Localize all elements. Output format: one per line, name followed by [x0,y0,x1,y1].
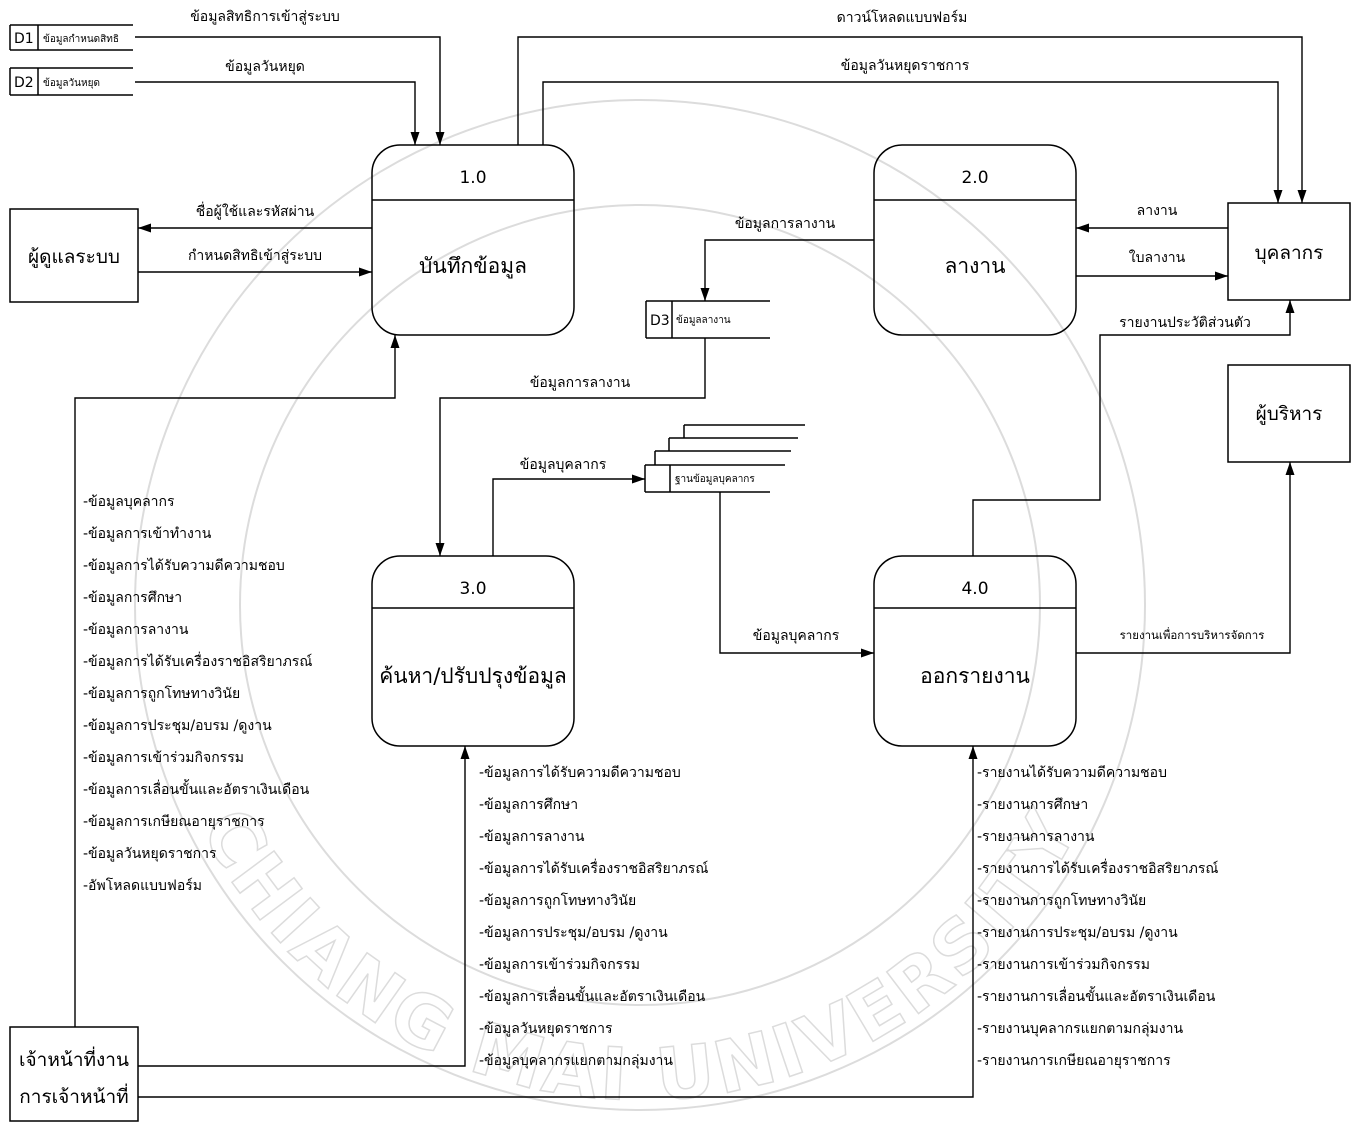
data-store-d1: D1 ข้อมูลกำหนดสิทธิ [9,24,133,51]
entity-name: บุคลากร [1255,242,1324,265]
staff-to-p1-item: -ข้อมูลการลางาน [83,622,189,638]
flow-list-staff-to-p4: -รายงานได้รับความดีความชอบ -รายงานการศึกษ… [977,764,1218,1069]
flow-label-p1-to-personnel-form: ดาวน์โหลดแบบฟอร์ม [837,9,968,26]
flow-arrow-db-to-p4 [719,492,874,658]
flow-arrow-staff-to-p3 [138,746,470,1067]
process-name: ออกรายงาน [920,664,1030,688]
staff-to-p1-item: -ข้อมูลการเลื่อนขั้นและอัตราเงินเดือน [83,779,310,798]
staff-to-p3-item: -ข้อมูลวันหยุดราชการ [479,1021,613,1037]
staff-to-p1-item: -ข้อมูลการเข้าร่วมกิจกรรม [83,750,244,766]
entity-name: ผู้บริหาร [1256,403,1323,425]
watermark-inner-ring [239,204,1041,1006]
staff-to-p1-item: -ข้อมูลการถูกโทษทางวินัย [83,685,240,702]
data-store-name: ข้อมูลกำหนดสิทธิ [43,33,119,45]
flow-arrow-p1-to-personnel-form [517,36,1307,203]
staff-to-p3-item: -ข้อมูลการถูกโทษทางวินัย [479,892,636,909]
staff-to-p1-item: -ข้อมูลการเข้าทำงาน [83,526,212,542]
data-store-name: ฐานข้อมูลบุคลากร [675,473,755,485]
staff-to-p4-item: -รายงานการศึกษา [977,797,1088,813]
process-number: 2.0 [961,168,988,188]
flow-label-p4-to-personnel: รายงานประวัติส่วนตัว [1119,315,1251,331]
staff-to-p1-item: -ข้อมูลการได้รับความดีความชอบ [83,557,285,574]
staff-to-p3-item: -ข้อมูลการลางาน [479,829,585,845]
entity-hr-staff: เจ้าหน้าที่งาน การเจ้าหน้าที่ [9,1026,139,1122]
entity-name: ผู้ดูแลระบบ [28,246,120,268]
data-store-id: D3 [650,313,670,329]
data-store-d3: D3 ข้อมูลลางาน [645,300,770,339]
flow-arrow-d1-to-p1 [135,36,445,145]
flow-label-p1-to-personnel-holiday: ข้อมูลวันหยุดราชการ [841,58,970,74]
watermark-outer-ring [134,99,1146,1111]
process-name: บันทึกข้อมูล [419,254,527,279]
staff-to-p1-item: -ข้อมูลการได้รับเครื่องราชอิสริยาภรณ์ [83,652,312,670]
data-store-id: D2 [14,75,34,91]
staff-to-p1-item: -ข้อมูลบุคลากร [83,494,175,510]
data-store-name: ข้อมูลวันหยุด [43,77,100,89]
flow-arrow-staff-to-p1 [74,335,400,1027]
entity-name-line2: การเจ้าหน้าที่ [19,1083,128,1108]
flow-label-p2-to-d3: ข้อมูลการลางาน [735,216,836,232]
flow-arrow-p3-to-db [492,474,645,556]
staff-to-p3-item: -ข้อมูลการได้รับเครื่องราชอิสริยาภรณ์ [479,859,708,877]
entity-executive: ผู้บริหาร [1227,364,1351,463]
staff-to-p4-item: -รายงานบุคลากรแยกตามกลุ่มงาน [977,1021,1183,1037]
process-name: ค้นหา/ปรับปรุงข้อมูล [379,664,567,689]
entity-name-line1: เจ้าหน้าที่งาน [19,1046,129,1071]
process-4: 4.0 ออกรายงาน [873,555,1077,747]
process-2: 2.0 ลางาน [873,144,1077,336]
staff-to-p1-item: -ข้อมูลการเกษียณอายุราชการ [83,814,265,830]
staff-to-p1-item: -อัพโหลดแบบฟอร์ม [83,877,202,894]
flow-label-db-to-p4: ข้อมูลบุคลากร [753,628,840,644]
staff-to-p3-item: -ข้อมูลการเลื่อนขั้นและอัตราเงินเดือน [479,986,706,1005]
process-number: 1.0 [459,168,486,188]
flow-label-p4-to-executive: รายงานเพื่อการบริหารจัดการ [1120,627,1265,642]
staff-to-p4-item: -รายงานการถูกโทษทางวินัย [977,892,1146,909]
flow-arrow-staff-to-p4 [138,746,978,1098]
flow-label-d1-to-p1: ข้อมูลสิทธิการเข้าสู่ระบบ [190,9,340,25]
data-store-personnel-db: ฐานข้อมูลบุคลากร [644,424,805,493]
flow-label-d3-to-p3: ข้อมูลการลางาน [530,375,631,391]
staff-to-p3-item: -ข้อมูลบุคลากรแยกตามกลุ่มงาน [479,1053,673,1069]
process-3: 3.0 ค้นหา/ปรับปรุงข้อมูล [371,555,575,747]
process-name: ลางาน [944,254,1005,278]
staff-to-p4-item: -รายงานการลางาน [977,829,1095,845]
staff-to-p4-item: -รายงานการเลื่อนขั้นและอัตราเงินเดือน [977,986,1216,1005]
flow-label-d2-to-p1: ข้อมูลวันหยุด [225,59,305,75]
flow-arrow-p4-to-personnel [972,300,1295,556]
process-number: 4.0 [961,579,988,599]
flow-arrow-p2-to-d3 [700,239,874,301]
flow-label-p1-to-admin: ชื่อผู้ใช้และรหัสผ่าน [196,202,315,220]
staff-to-p3-item: -ข้อมูลการเข้าร่วมกิจกรรม [479,957,640,973]
staff-to-p1-item: -ข้อมูลการศึกษา [83,590,182,606]
flow-arrow-d2-to-p1 [135,81,420,145]
flow-list-staff-to-p3: -ข้อมูลการได้รับความดีความชอบ -ข้อมูลการศ… [479,764,708,1069]
flow-label-p2-to-personnel: ใบลางาน [1129,249,1186,266]
staff-to-p4-item: -รายงานการประชุม/อบรม /ดูงาน [977,925,1178,941]
data-store-id: D1 [14,31,34,47]
entity-admin: ผู้ดูแลระบบ [9,208,139,303]
flow-arrow-p4-to-executive [1076,462,1295,654]
flow-label-p3-to-db: ข้อมูลบุคลากร [520,457,607,473]
staff-to-p3-item: -ข้อมูลการได้รับความดีความชอบ [479,764,681,781]
staff-to-p4-item: -รายงานการได้รับเครื่องราชอิสริยาภรณ์ [977,859,1218,877]
staff-to-p3-item: -ข้อมูลการศึกษา [479,797,578,813]
staff-to-p4-item: -รายงานการเข้าร่วมกิจกรรม [977,957,1150,973]
staff-to-p4-item: -รายงานได้รับความดีความชอบ [977,764,1167,781]
flow-arrow-d3-to-p3 [435,338,706,556]
data-store-name: ข้อมูลลางาน [676,314,731,326]
staff-to-p1-item: -ข้อมูลวันหยุดราชการ [83,846,217,862]
flow-list-staff-to-p1: -ข้อมูลบุคลากร -ข้อมูลการเข้าทำงาน -ข้อมูล… [83,494,312,894]
staff-to-p1-item: -ข้อมูลการประชุม/อบรม /ดูงาน [83,718,272,734]
flow-label-admin-to-p1: กำหนดสิทธิเข้าสู่ระบบ [188,248,322,264]
staff-to-p4-item: -รายงานการเกษียณอายุราชการ [977,1053,1171,1069]
flow-arrow-p1-to-personnel-holiday [542,81,1283,203]
staff-to-p3-item: -ข้อมูลการประชุม/อบรม /ดูงาน [479,925,668,941]
data-store-d2: D2 ข้อมูลวันหยุด [9,67,133,96]
process-1: 1.0 บันทึกข้อมูล [371,144,575,336]
process-number: 3.0 [459,579,486,599]
entity-personnel: บุคลากร [1227,202,1351,301]
flow-label-personnel-to-p2: ลางาน [1137,203,1178,219]
